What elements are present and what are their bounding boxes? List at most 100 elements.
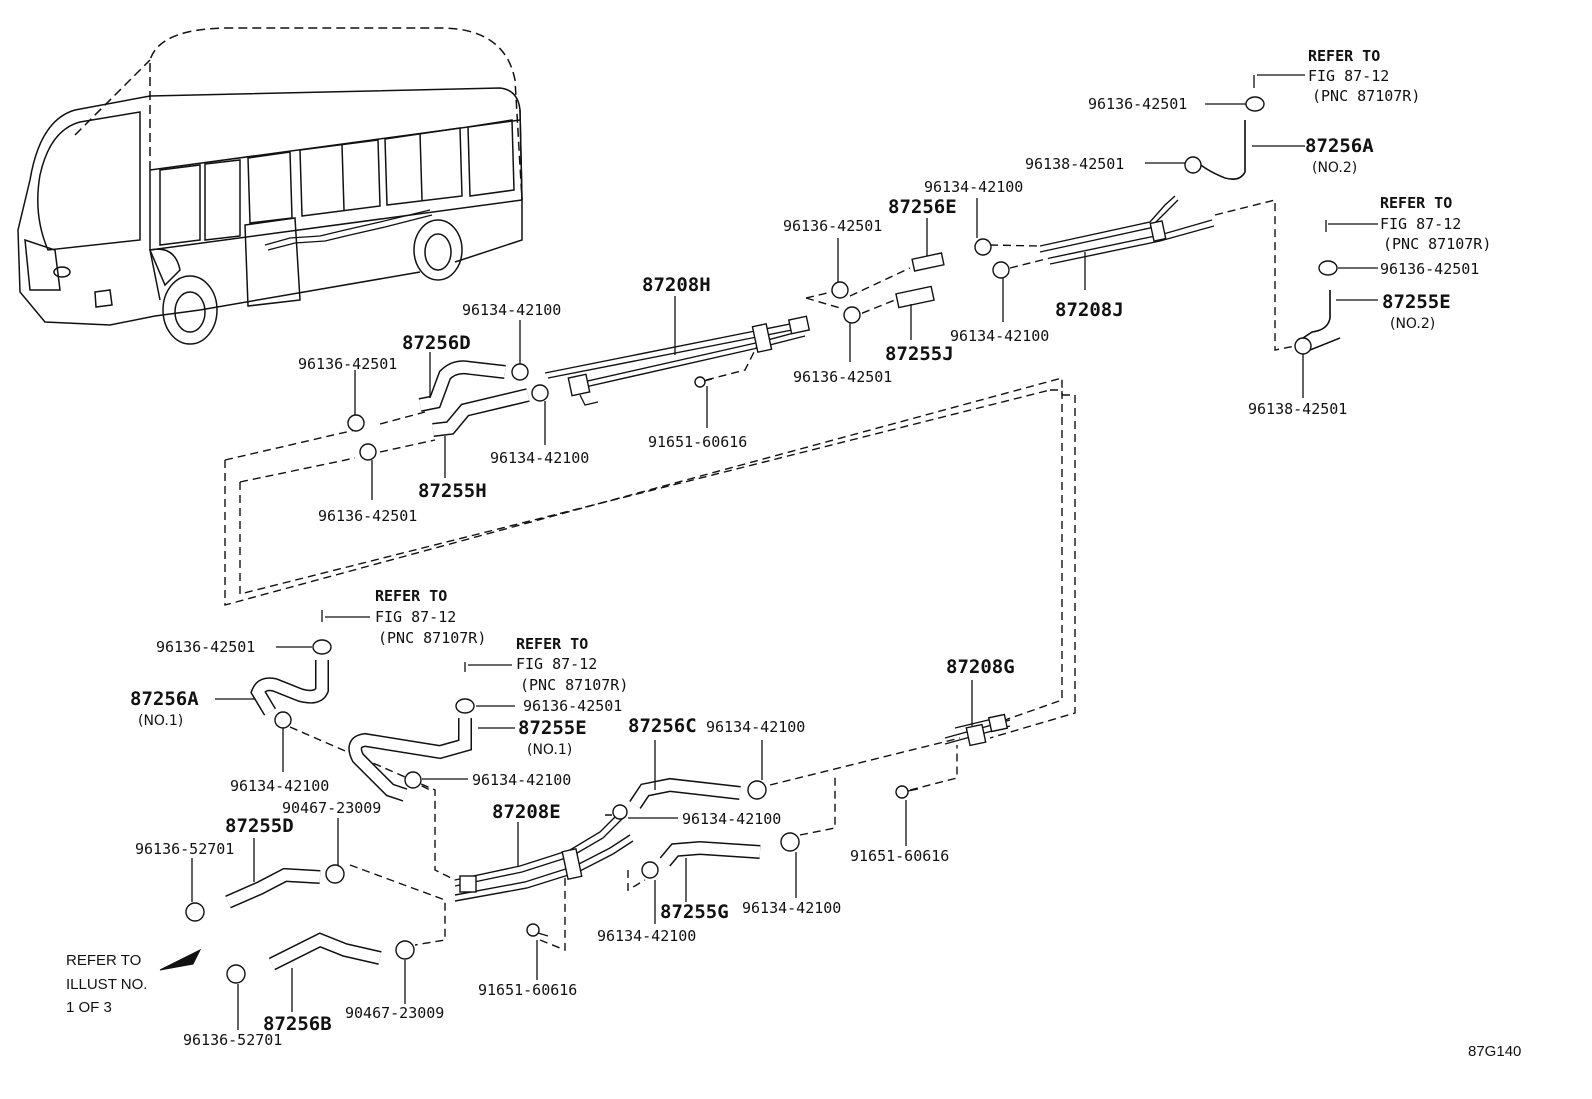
part-label: 90467-23009	[345, 1004, 444, 1022]
refer-fig-label: FIG 87-12	[375, 608, 456, 626]
clamp-icon	[274, 711, 292, 729]
part-label: 87208E	[492, 801, 561, 823]
clamp-icon	[780, 832, 800, 852]
refer-to-label: REFER TO	[1308, 47, 1380, 65]
clamp-icon	[531, 384, 549, 402]
part-label: 96136-52701	[183, 1031, 282, 1049]
clamp-icon	[359, 443, 377, 461]
refer-to-label: REFER TO	[1380, 194, 1452, 212]
clamp-icon	[325, 864, 345, 884]
part-label: 87256E	[888, 196, 957, 218]
part-label: 96136-42501	[523, 697, 622, 715]
part-label: 87255E	[518, 717, 587, 739]
part-label: 96134-42100	[682, 810, 781, 828]
clamp-icon	[641, 861, 659, 879]
leader-lines	[191, 74, 1378, 1030]
part-label: 91651-60616	[850, 847, 949, 865]
part-label: 87256A	[130, 688, 199, 710]
illust-refer-label: REFER TO	[66, 952, 141, 969]
refer-pnc-label: (PNC 87107R)	[520, 676, 628, 694]
clamp-icon	[404, 771, 422, 789]
part-label: 96136-42501	[1380, 260, 1479, 278]
part-label: 96136-42501	[783, 217, 882, 235]
part-label: 87255D	[225, 815, 294, 837]
clamp-icon	[1245, 75, 1265, 112]
clamp-icon	[747, 780, 767, 800]
part-label: 87256A	[1305, 135, 1374, 157]
part-label: 96134-42100	[462, 301, 561, 319]
figure-code: 87G140	[1468, 1043, 1521, 1060]
clamp-icon	[1318, 220, 1338, 276]
part-label: 87255G	[660, 901, 729, 923]
part-label: 96136-52701	[135, 840, 234, 858]
part-label: 87208H	[642, 274, 711, 296]
labels: REFER TO FIG 87-12 (PNC 87107R) 96136-42…	[66, 47, 1521, 1060]
clamps	[185, 75, 1338, 984]
part-label: 96134-42100	[742, 899, 841, 917]
screw-icon	[895, 785, 919, 799]
part-label: 96136-42501	[298, 355, 397, 373]
refer-pnc-label: (PNC 87107R)	[1312, 87, 1420, 105]
part-label: 96134-42100	[924, 178, 1023, 196]
part-label: 87255J	[885, 343, 954, 365]
screw-icon	[694, 376, 713, 388]
variant-label: (NO.1)	[527, 742, 572, 758]
clamp-icon	[185, 902, 205, 922]
part-label: 96134-42100	[706, 718, 805, 736]
part-label: 87208G	[946, 656, 1015, 678]
refer-pnc-label: (PNC 87107R)	[378, 629, 486, 647]
pipe-87208e	[454, 811, 634, 902]
clamp-icon	[843, 306, 861, 324]
clamp-icon	[612, 804, 628, 820]
part-label: 96136-42501	[156, 638, 255, 656]
clamp-icon	[395, 940, 415, 960]
part-label: 96136-42501	[318, 507, 417, 525]
refer-fig-label: FIG 87-12	[1380, 215, 1461, 233]
part-label: 96136-42501	[1088, 95, 1187, 113]
bus-illustration	[17, 27, 523, 345]
refer-to-label: REFER TO	[516, 635, 588, 653]
refer-pnc-label: (PNC 87107R)	[1383, 235, 1491, 253]
clamp-icon	[992, 261, 1010, 279]
illust-number-label: ILLUST NO.	[66, 976, 147, 993]
pipe-87208j	[1039, 195, 1215, 265]
pipe-87208h	[544, 315, 811, 406]
part-label: 87255E	[1382, 291, 1451, 313]
assembly-frames	[224, 199, 1301, 952]
pipe-87208g	[944, 713, 1011, 747]
part-label: 96136-42501	[793, 368, 892, 386]
clamp-icon	[974, 238, 992, 256]
clamp-icon	[347, 414, 365, 432]
clamp-icon	[455, 662, 475, 714]
clamp-icon	[226, 964, 246, 984]
screw-icon	[526, 923, 549, 937]
variant-label: (NO.2)	[1312, 160, 1357, 176]
part-label: 87256C	[628, 715, 697, 737]
part-label: 90467-23009	[282, 799, 381, 817]
part-label: 91651-60616	[648, 433, 747, 451]
part-label: 96134-42100	[950, 327, 1049, 345]
part-label: 96138-42501	[1025, 155, 1124, 173]
part-label: 96134-42100	[230, 777, 329, 795]
part-label: 87256B	[263, 1013, 332, 1035]
clamp-icon	[1294, 337, 1312, 355]
clamp-icon	[511, 363, 529, 381]
illust-page-label: 1 OF 3	[66, 999, 112, 1016]
part-label: 91651-60616	[478, 981, 577, 999]
part-label: 87256D	[402, 332, 471, 354]
arrow-icon	[159, 948, 202, 971]
part-label: 96134-42100	[472, 771, 571, 789]
part-label: 87208J	[1055, 299, 1124, 321]
hoses	[225, 120, 1341, 971]
part-label: 96138-42501	[1248, 400, 1347, 418]
clamp-icon	[1184, 156, 1202, 174]
part-label: 96134-42100	[597, 927, 696, 945]
part-label: 96134-42100	[490, 449, 589, 467]
part-label: 87255H	[418, 480, 487, 502]
refer-fig-label: FIG 87-12	[516, 655, 597, 673]
refer-fig-label: FIG 87-12	[1308, 67, 1389, 85]
variant-label: (NO.1)	[138, 713, 183, 729]
refer-to-label: REFER TO	[375, 587, 447, 605]
variant-label: (NO.2)	[1390, 316, 1435, 332]
